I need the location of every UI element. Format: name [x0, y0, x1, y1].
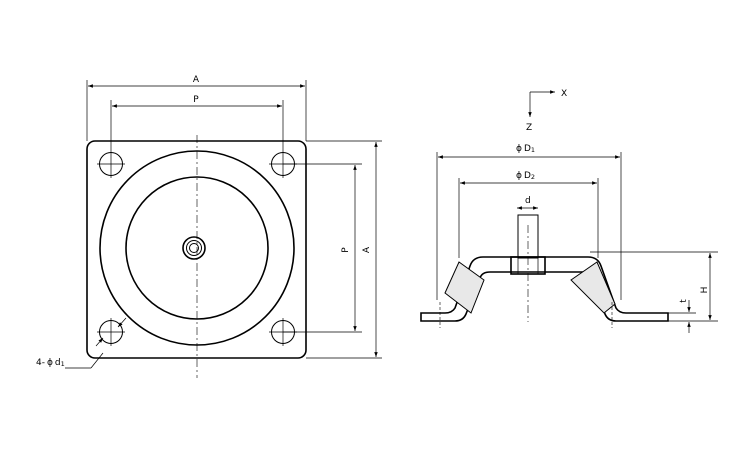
center-boss-inner [186, 240, 202, 256]
z-axis-label: Z [526, 123, 532, 133]
hole-count-text: 4- [36, 358, 45, 368]
hole-pitch-label: P [193, 95, 199, 105]
thread-label: d [525, 196, 531, 206]
hole-callout-arrow-lower [95, 337, 104, 347]
d1-symbol: ϕ [516, 144, 522, 154]
height-label: H [700, 287, 710, 294]
d2-subscript: 2 [531, 173, 535, 181]
hole-diameter-subscript: 1 [61, 360, 65, 368]
overall-width-label: A [193, 75, 200, 85]
thickness-label: t [679, 299, 689, 303]
vertical-pitch-label: P [341, 247, 351, 253]
hole-diameter-text: d [55, 358, 61, 368]
center-boss-outer [182, 236, 206, 260]
d1-subscript: 1 [531, 146, 535, 154]
rubber-pad-left [444, 261, 485, 314]
hole-callout-arrow-upper [117, 317, 127, 328]
vertical-overall-label: A [362, 246, 372, 253]
hole-callout-leader [90, 352, 104, 369]
rubber-pad-right [570, 261, 616, 314]
hole-diameter-symbol: ϕ [47, 358, 53, 368]
d2-text: D [524, 171, 531, 181]
d2-symbol: ϕ [516, 171, 522, 181]
d1-text: D [524, 144, 531, 154]
center-thread [189, 243, 199, 253]
base-plate-outline [86, 140, 307, 359]
x-axis-label: X [561, 89, 567, 99]
